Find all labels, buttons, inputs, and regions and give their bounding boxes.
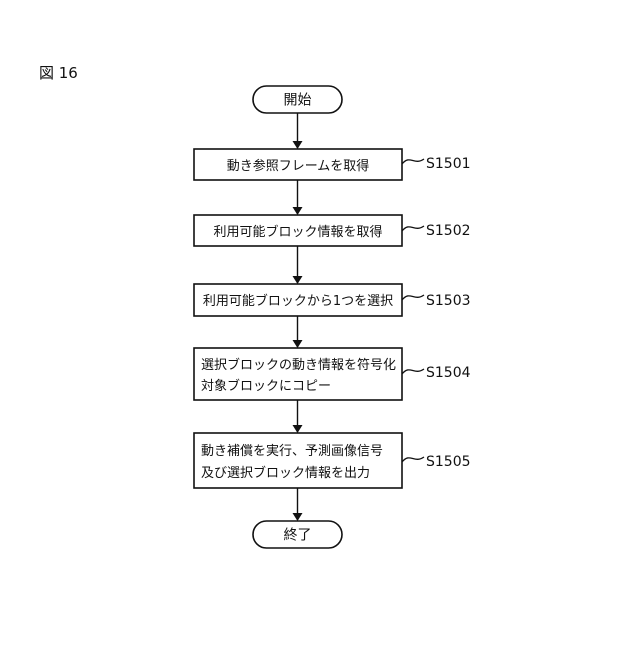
leader-s1501: [402, 159, 424, 164]
step-text-s1505-line1: 動き補償を実行、予測画像信号: [201, 443, 383, 459]
step-id-s1502: S1502: [426, 223, 471, 239]
step-text-s1502: 利用可能ブロック情報を取得: [213, 224, 382, 240]
step-id-s1504: S1504: [426, 365, 471, 381]
leader-s1504: [402, 369, 424, 374]
step-text-s1501: 動き参照フレームを取得: [227, 158, 370, 174]
step-id-s1501: S1501: [426, 156, 471, 172]
step-text-s1504-line2: 対象ブロックにコピー: [201, 378, 331, 394]
step-id-s1503: S1503: [426, 293, 471, 309]
figure-label: 図 16: [39, 62, 78, 83]
leader-s1505: [402, 457, 424, 462]
step-text-s1503: 利用可能ブロックから1つを選択: [203, 293, 393, 309]
leader-s1502: [402, 226, 424, 231]
start-label: 開始: [284, 93, 312, 109]
step-id-s1505: S1505: [426, 454, 471, 470]
leader-s1503: [402, 295, 424, 300]
step-text-s1504-line1: 選択ブロックの動き情報を符号化: [201, 357, 396, 373]
step-text-s1505-line2: 及び選択ブロック情報を出力: [201, 465, 370, 481]
end-label: 終了: [284, 528, 312, 544]
